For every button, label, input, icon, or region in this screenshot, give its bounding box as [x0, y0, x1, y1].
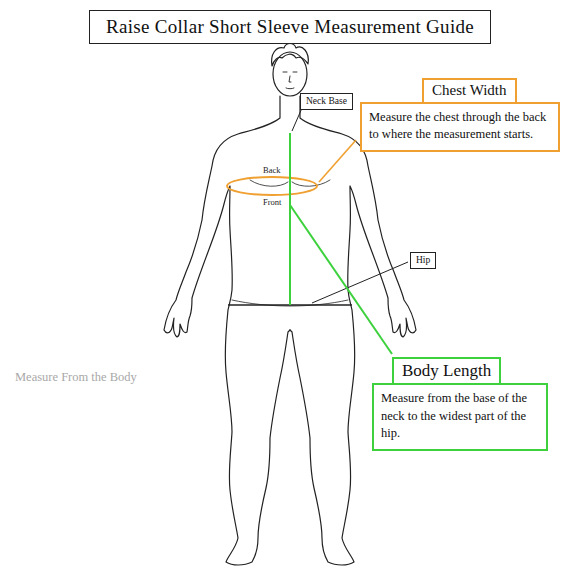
- front-label: Front: [262, 198, 282, 208]
- callout-heading: Body Length: [392, 357, 501, 383]
- title-box: Raise Collar Short Sleeve Measurement Gu…: [89, 10, 491, 44]
- tag-text: Hip: [416, 255, 430, 266]
- chest-width-callout: Chest WidthMeasure the chest through the…: [360, 78, 560, 152]
- title-text: Raise Collar Short Sleeve Measurement Gu…: [106, 16, 474, 38]
- callout-heading: Chest Width: [422, 78, 517, 102]
- callout-body: Measure the chest through the back to wh…: [360, 102, 560, 152]
- neck-base-tag: Neck Base: [300, 93, 353, 110]
- watermark: Measure From the Body: [14, 370, 138, 384]
- callout-body: Measure from the base of the neck to the…: [372, 383, 548, 451]
- tag-text: Neck Base: [306, 96, 347, 107]
- hip-tag: Hip: [410, 252, 436, 269]
- back-label: Back: [262, 166, 281, 176]
- body-length-callout: Body LengthMeasure from the base of the …: [372, 357, 548, 451]
